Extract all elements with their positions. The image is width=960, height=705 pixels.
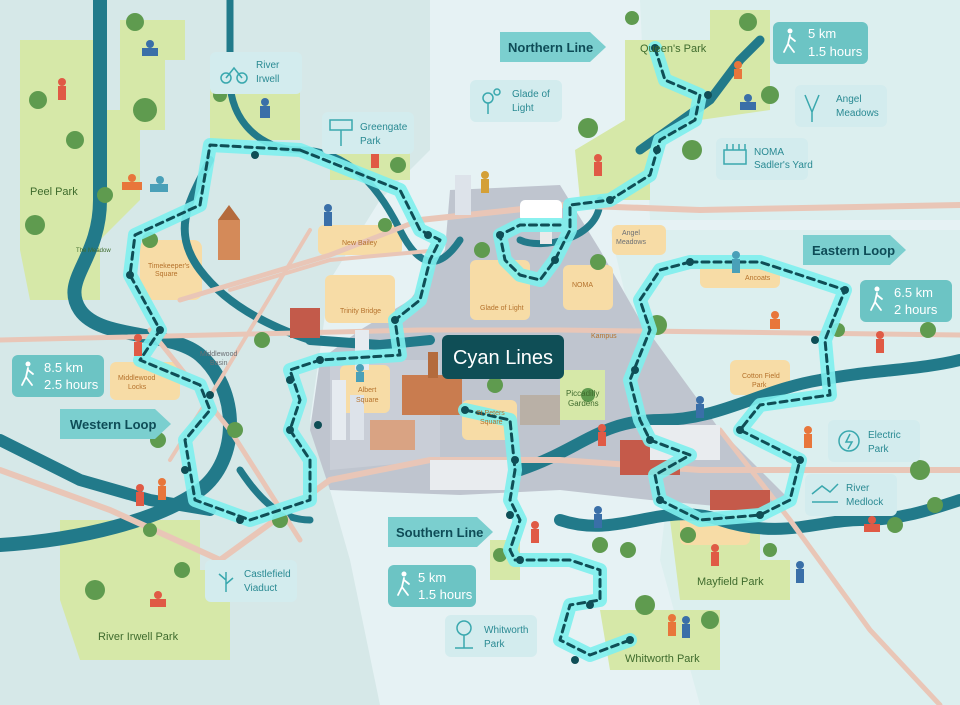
distance-southern: 5 km 1.5 hours [388,565,476,607]
park-peel: Peel Park [30,186,78,198]
place-albert-2: Square [356,397,379,404]
park-river-irwell: River Irwell Park [98,631,179,643]
svg-text:Northern Line: Northern Line [508,40,593,55]
place-st-peters-2: Square [480,419,503,426]
hiker-icon [783,28,796,53]
flower-icon [804,94,820,122]
park-queens: Queen's Park [640,43,707,55]
distance-northern: 5 km 1.5 hours [773,22,868,64]
place-middlewood-locks-1: Middlewood [118,375,155,382]
place-cotton-2: Park [752,382,767,389]
sign-icon [329,119,353,146]
svg-text:Electric: Electric [868,430,901,441]
svg-text:Southern Line: Southern Line [396,525,483,540]
sign-northern-line: Northern Line [500,32,606,62]
flower-icon [218,572,234,592]
svg-text:Park: Park [360,136,382,147]
buildings [218,175,770,510]
place-labels: The Meadow Timekeeper's Square New Baile… [76,230,780,426]
svg-text:Sadler's Yard: Sadler's Yard [754,160,813,171]
electric-icon [838,430,860,452]
place-new-bailey: New Bailey [342,240,378,247]
poi-castlefield-viaduct: Castlefield Viaduct [205,560,297,602]
tree-icon [455,620,473,649]
svg-text:Whitworth: Whitworth [484,625,528,636]
bench-icon [723,144,747,165]
park-piccadilly-2: Gardens [568,399,599,408]
svg-text:NOMA: NOMA [754,147,784,158]
distance-eastern: 6.5 km 2 hours [860,280,952,322]
sign-western-loop: Western Loop [60,409,171,439]
svg-text:Medlock: Medlock [846,497,884,508]
park-mayfield: Mayfield Park [697,576,764,588]
poi-glade-of-light: Glade of Light [470,80,562,122]
map-title: Cyan Lines [453,347,553,369]
svg-text:Western Loop: Western Loop [70,417,156,432]
place-the-meadow: The Meadow [76,248,111,254]
place-middlewood-basin-2: Basin [210,360,228,367]
distance-western: 8.5 km 2.5 hours [12,355,104,397]
sign-southern-line: Southern Line [388,517,493,547]
svg-text:5 km: 5 km [418,570,446,585]
svg-text:1.5 hours: 1.5 hours [808,44,863,59]
svg-text:Angel: Angel [836,94,862,105]
rail-lines [0,201,960,705]
svg-text:6.5 km: 6.5 km [894,285,933,300]
park-whitworth: Whitworth Park [625,653,700,665]
place-ancoats: Ancoats [745,275,771,282]
rivers [0,0,960,552]
svg-text:Irwell: Irwell [256,74,279,85]
cyan-routes [123,41,852,664]
svg-text:Meadows: Meadows [836,108,879,119]
place-timekeeper-1: Timekeeper's [148,263,190,270]
cyclist-icon [220,66,248,84]
park-piccadilly-1: Piccadilly [566,389,599,398]
svg-text:Castlefield: Castlefield [244,569,291,580]
place-glade: Glade of Light [480,305,524,312]
svg-text:Light: Light [512,103,534,114]
place-middlewood-basin-1: Middlewood [200,351,237,358]
place-cotton-1: Cotton Field [742,373,780,380]
svg-text:2 hours: 2 hours [894,302,938,317]
place-middlewood-locks-2: Locks [128,384,147,391]
park-labels: Peel Park Queen's Park River Irwell Park… [30,43,764,665]
cyclist-icon [811,483,839,503]
place-kampus: Kampus [591,333,617,340]
svg-text:2.5 hours: 2.5 hours [44,377,99,392]
svg-text:Glade of: Glade of [512,89,550,100]
svg-text:Eastern Loop: Eastern Loop [812,243,895,258]
poi-angel-meadows: Angel Meadows [795,85,887,127]
place-trinity-bridge: Trinity Bridge [340,308,381,315]
svg-text:Park: Park [868,444,890,455]
poi-greengate-park: Greengate Park [322,112,414,154]
flower-icon [482,88,501,114]
title-badge: Cyan Lines [442,335,564,379]
svg-text:5 km: 5 km [808,26,836,41]
poi-river-irwell: River Irwell [210,52,302,94]
poi-electric-park: Electric Park [828,420,920,462]
place-angel-1: Angel [622,230,640,237]
svg-text:Park: Park [484,639,506,650]
people [58,40,884,638]
place-patches [110,225,790,545]
place-albert-1: Albert [358,387,376,394]
place-st-peters-1: St Peters [476,410,505,417]
svg-text:8.5 km: 8.5 km [44,360,83,375]
hiker-icon [870,286,883,311]
place-timekeeper-2: Square [155,271,178,278]
hiker-icon [21,361,34,386]
poi-river-medlock: River Medlock [805,474,897,516]
svg-text:River: River [256,60,280,71]
sign-eastern-loop: Eastern Loop [803,235,906,265]
svg-text:Greengate: Greengate [360,122,408,133]
poi-noma-sadlers-yard: NOMA Sadler's Yard [716,138,813,180]
svg-text:Viaduct: Viaduct [244,583,277,594]
place-noma: NOMA [572,282,593,289]
hiker-icon [397,571,410,596]
svg-text:1.5 hours: 1.5 hours [418,587,473,602]
svg-text:River: River [846,483,870,494]
place-angel-2: Meadows [616,239,646,246]
poi-whitworth-park: Whitworth Park [445,615,537,657]
